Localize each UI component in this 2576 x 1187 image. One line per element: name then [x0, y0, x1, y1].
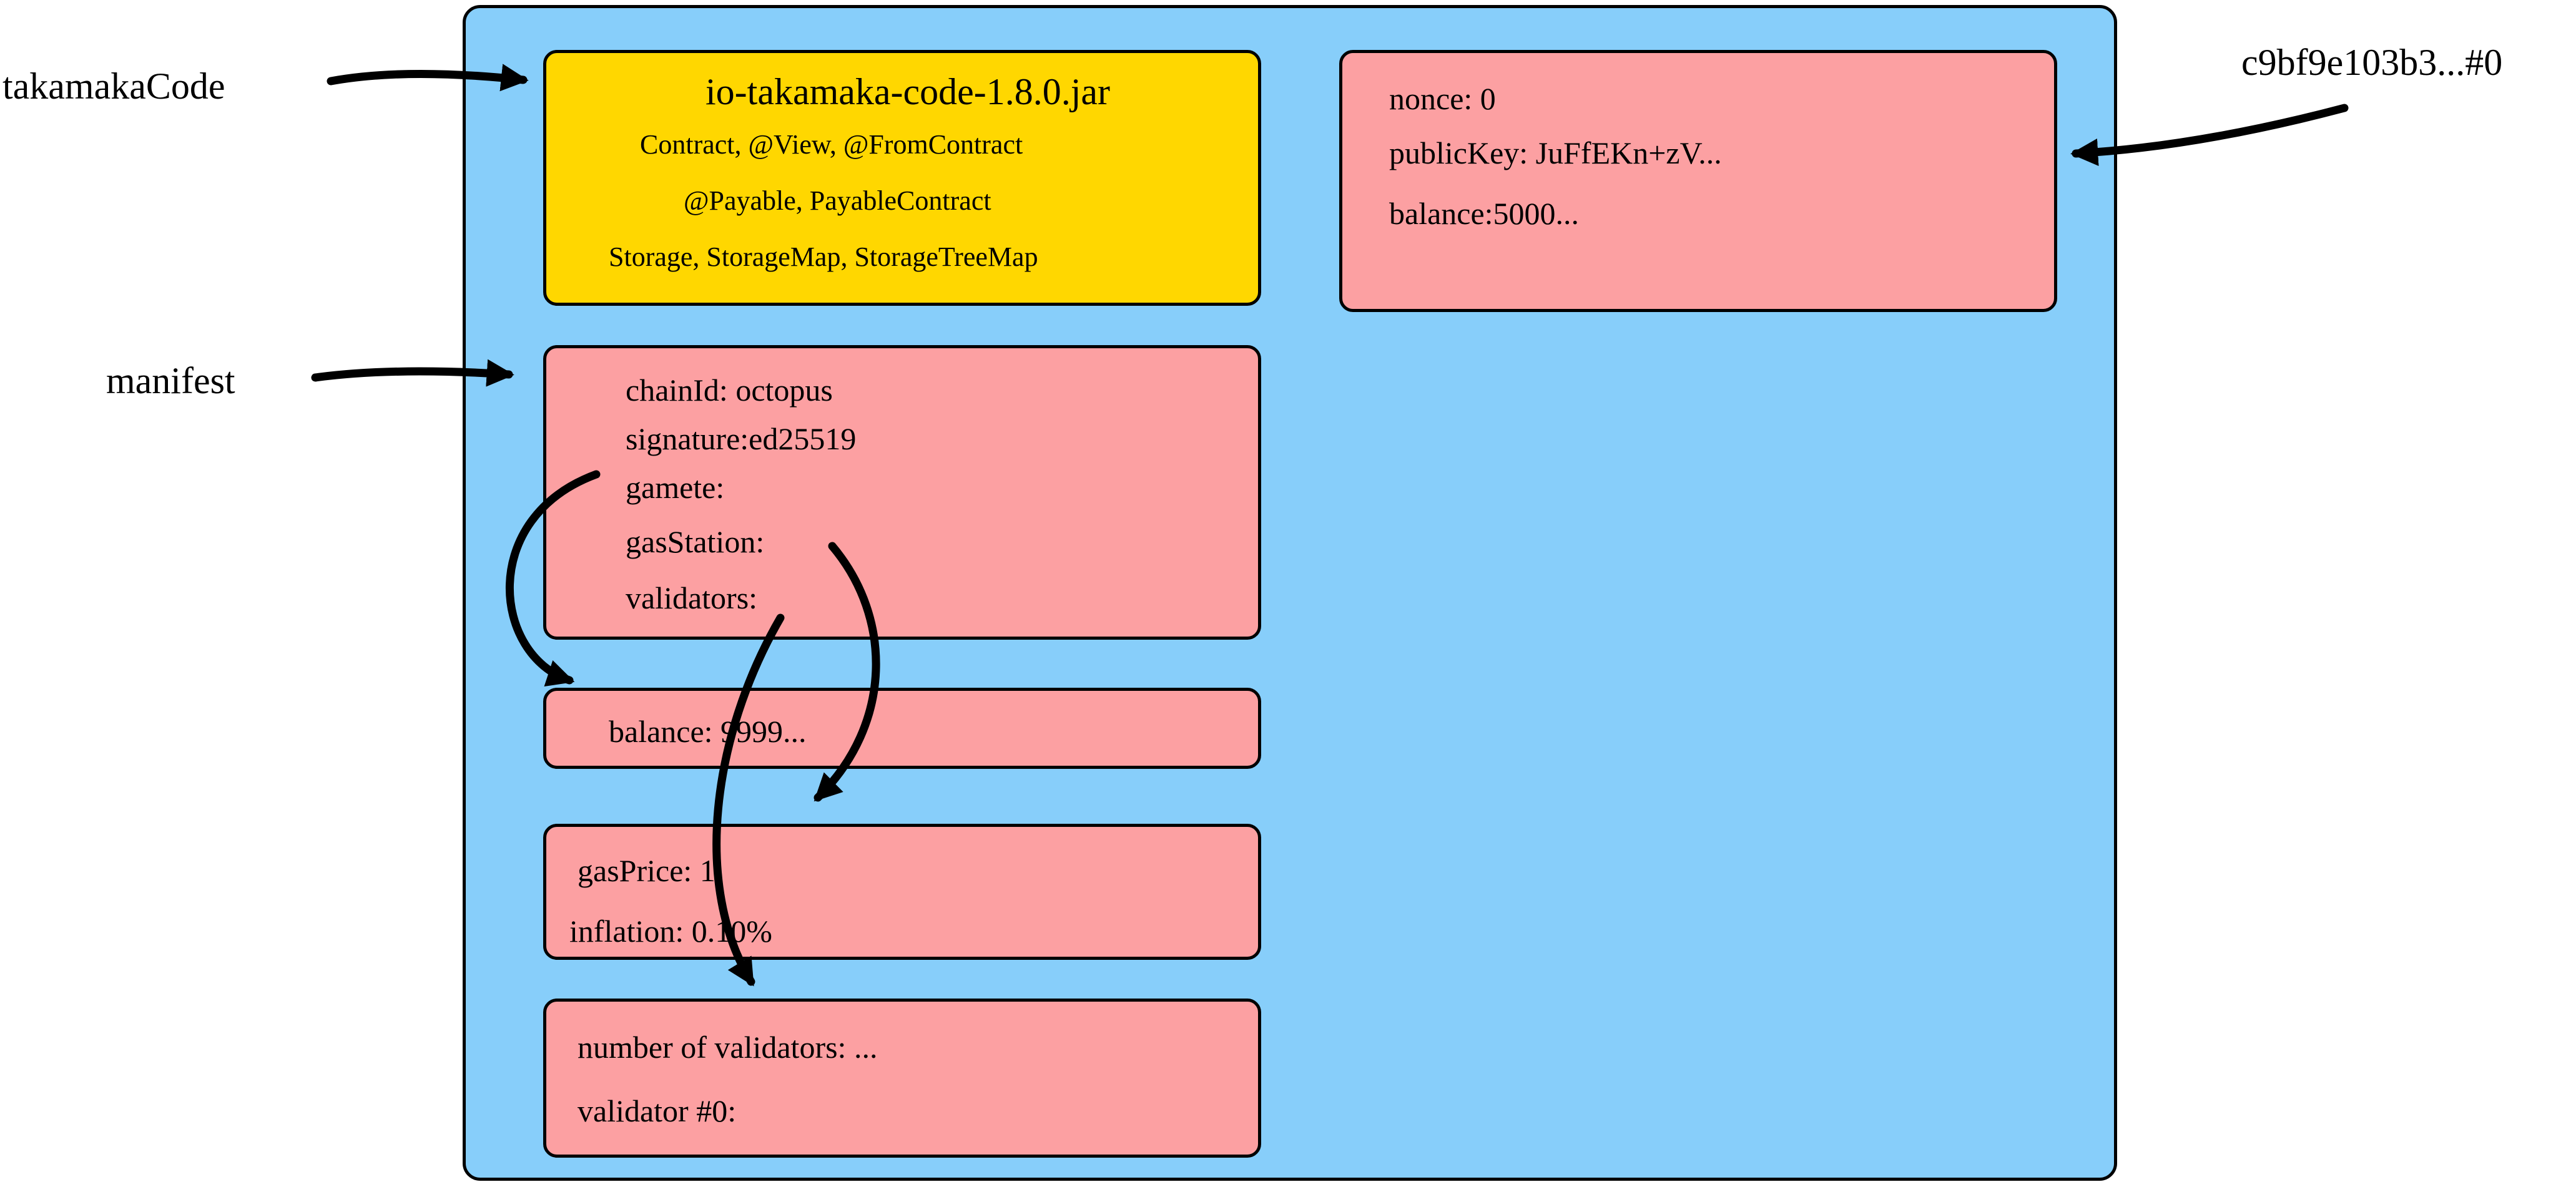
gamete-arrow [506, 470, 601, 686]
account-balance: balance:5000... [1389, 196, 1580, 231]
account-public-key: publicKey: JuFfEKn+zV... [1389, 135, 1722, 170]
validators-box: number of validators: ... validator #0: [543, 999, 1261, 1158]
validators-count: number of validators: ... [578, 1030, 878, 1065]
account-nonce: nonce: 0 [1389, 81, 1496, 116]
jar-line-1: Contract, @View, @FromContract [640, 129, 1023, 160]
gas-station-box: gasPrice: 1 inflation: 0.10% [543, 824, 1261, 960]
manifest-label: manifest [106, 360, 235, 401]
account-reference-label: c9bf9e103b3...#0 [2241, 42, 2503, 83]
takamaka-code-arrow [327, 64, 529, 92]
gas-inflation: inflation: 0.10% [569, 914, 772, 949]
manifest-gamete: gamete: [626, 470, 725, 505]
jar-line-3: Storage, StorageMap, StorageTreeMap [609, 242, 1038, 272]
takamaka-code-jar-box: io-takamaka-code-1.8.0.jar Contract, @Vi… [543, 50, 1261, 306]
validators-arrow [712, 613, 785, 987]
jar-title: io-takamaka-code-1.8.0.jar [705, 71, 1111, 112]
jar-line-2: @Payable, PayableContract [684, 185, 991, 216]
gas-station-arrow [814, 542, 880, 802]
manifest-gas-station: gasStation: [626, 524, 765, 559]
gamete-box: balance: 9999... [543, 688, 1261, 769]
account-reference-arrow [2070, 104, 2349, 167]
gas-price: gasPrice: 1 [578, 853, 715, 888]
manifest-arrow [311, 359, 514, 387]
account-box: nonce: 0 publicKey: JuFfEKn+zV... balanc… [1339, 50, 2057, 312]
manifest-signature: signature:ed25519 [626, 421, 857, 456]
manifest-chain-id: chainId: octopus [626, 373, 833, 408]
takamaka-code-label: takamakaCode [2, 66, 225, 107]
validator-0: validator #0: [578, 1093, 737, 1128]
manifest-validators: validators: [626, 580, 758, 615]
manifest-box: chainId: octopus signature:ed25519 gamet… [543, 345, 1261, 640]
gamete-balance: balance: 9999... [609, 714, 807, 749]
